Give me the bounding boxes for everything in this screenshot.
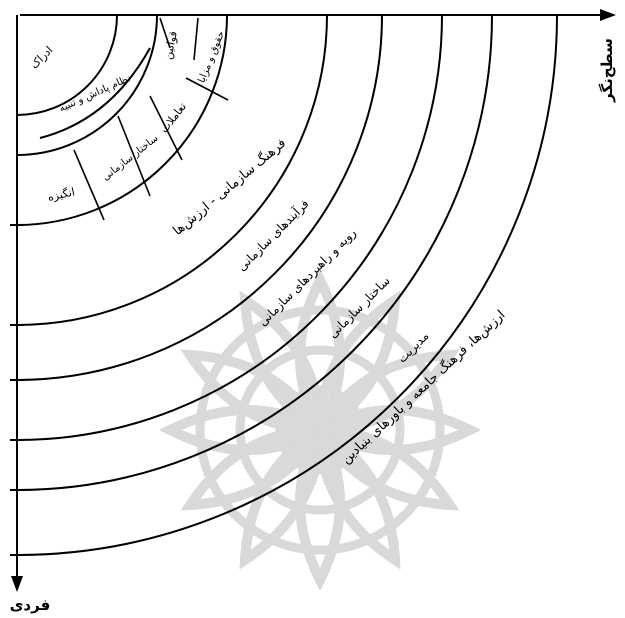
watermark-petal-10: [295, 270, 345, 433]
vertical-axis-arrow: [11, 576, 23, 592]
arc-ring-4: [16, 14, 328, 326]
watermark-petal-1: [317, 405, 480, 455]
inner-ring-a-label-1: ادراک: [28, 44, 56, 72]
axis-ticks: [10, 224, 24, 556]
segment-divider-5: [117, 115, 151, 197]
inner-ring-a-label-3: قوانین: [161, 30, 180, 61]
watermark-ring-3: [195, 305, 445, 555]
segment-divider-1: [159, 17, 171, 49]
segment-divider-4: [149, 95, 183, 161]
inner-ring-b-label-4: انگیزه: [47, 185, 76, 203]
arc-ring-5: [16, 14, 383, 381]
watermark-petal-6: [180, 425, 325, 511]
watermark-petal-3: [315, 425, 401, 570]
watermark-ring-2: [235, 345, 405, 515]
arc-ring-1: [16, 14, 118, 116]
watermark-logo: [160, 270, 480, 590]
inner-ring-b-label-2: تعاملات: [157, 100, 189, 135]
watermark-petal-12: [315, 349, 460, 435]
segment-divider-2: [193, 17, 199, 61]
horizontal-axis-arrow: [600, 9, 616, 21]
ring-label-5: مدیریت: [395, 329, 432, 366]
watermark-petal-11: [315, 290, 401, 435]
arc-ring-7: [16, 14, 493, 491]
arc-ring-6: [16, 14, 443, 441]
arc-ring-3: [16, 14, 228, 226]
arc-rings: [16, 14, 558, 556]
ring-label-4: ساختار سازمانی: [326, 274, 394, 342]
watermark-petal-2: [315, 425, 460, 511]
segment-divider-6: [73, 149, 105, 221]
segment-divider-3: [185, 77, 229, 101]
arc-ring-2: [16, 14, 158, 156]
horizontal-axis-label: سطح‌نگر: [598, 38, 616, 103]
vertical-axis-label: فردی: [10, 596, 51, 614]
inner-bracket-curve: [39, 47, 151, 139]
segment-dividers: [73, 17, 229, 221]
arc-ring-8: [16, 14, 558, 556]
watermark-ring-1: [275, 385, 365, 475]
ring-label-2: فرآیندهای سازمانی: [234, 196, 313, 275]
watermark-petal-5: [239, 425, 325, 570]
ring-label-1: فرهنگ سازمانی - ارزش‌ها: [170, 135, 289, 239]
watermark-petal-8: [180, 349, 325, 435]
